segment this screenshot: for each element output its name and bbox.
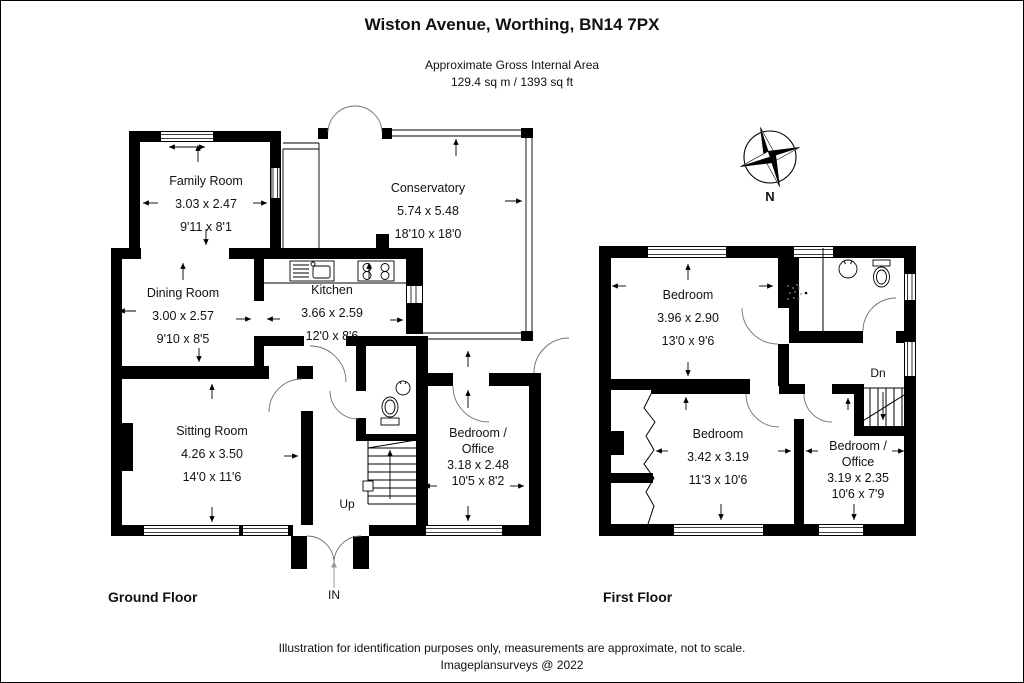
toilet-icon [380, 396, 400, 426]
toilet-icon-first [872, 259, 891, 288]
room-label-sitting-room: Sitting Room 4.26 x 3.50 14'0 x 11'6 [176, 424, 248, 484]
room-imperial: 18'10 x 18'0 [395, 227, 462, 241]
compass: N [740, 127, 800, 204]
wardrobe-zigzag [643, 393, 656, 525]
page-title: Wiston Avenue, Worthing, BN14 7PX [364, 15, 660, 34]
disclaimer-text: Illustration for identification purposes… [278, 641, 746, 655]
room-name: Bedroom [693, 427, 744, 441]
room-name: Conservatory [391, 181, 466, 195]
room-label-dining-room: Dining Room 3.00 x 2.57 9'10 x 8'5 [147, 286, 219, 346]
dimension-arrows-first [612, 264, 904, 520]
room-imperial: 10'5 x 8'2 [452, 474, 505, 488]
room-metric: 3.00 x 2.57 [152, 309, 214, 323]
room-imperial: 10'6 x 7'9 [832, 487, 885, 501]
room-metric: 5.74 x 5.48 [397, 204, 459, 218]
kitchen-sink-icon [289, 260, 335, 282]
credit-text: Imageplansurveys @ 2022 [440, 658, 584, 672]
room-name-line2: Office [462, 442, 494, 456]
room-metric: 3.66 x 2.59 [301, 306, 363, 320]
room-metric: 3.18 x 2.48 [447, 458, 509, 472]
room-label-bedroom-office-first: Bedroom / Office 3.19 x 2.35 10'6 x 7'9 [827, 439, 889, 501]
basin-icon-first [838, 259, 858, 279]
ground-floor-label: Ground Floor [108, 589, 198, 605]
room-label-bedroom-2: Bedroom 3.42 x 3.19 11'3 x 10'6 [687, 427, 749, 487]
room-name: Sitting Room [176, 424, 248, 438]
room-imperial: 12'0 x 8'6 [306, 329, 359, 343]
door-arcs-first [741, 297, 897, 428]
stairs-up-label: Up [339, 497, 355, 511]
room-label-conservatory: Conservatory 5.74 x 5.48 18'10 x 18'0 [391, 181, 466, 241]
room-name: Dining Room [147, 286, 219, 300]
room-imperial: 14'0 x 11'6 [183, 470, 242, 484]
room-name: Bedroom [663, 288, 714, 302]
room-name: Kitchen [311, 283, 353, 297]
shower-spray-icon [787, 284, 808, 300]
staircase-first [854, 387, 916, 426]
conservatory-glass-walls [282, 128, 533, 341]
area-value: 129.4 sq m / 1393 sq ft [450, 75, 574, 89]
room-metric: 3.19 x 2.35 [827, 471, 889, 485]
windows-ground [144, 132, 502, 535]
room-name-line2: Office [842, 455, 874, 469]
kitchen-hob-icon [357, 260, 395, 282]
door-arcs-ground [268, 105, 570, 564]
room-label-kitchen: Kitchen 3.66 x 2.59 12'0 x 8'6 [301, 283, 363, 343]
room-name: Family Room [169, 174, 243, 188]
dimension-arrows-ground [119, 139, 524, 522]
room-imperial: 9'10 x 8'5 [157, 332, 210, 346]
area-label: Approximate Gross Internal Area [424, 58, 600, 72]
room-label-family-room: Family Room 3.03 x 2.47 9'11 x 8'1 [169, 174, 243, 234]
compass-rose-icon [740, 127, 800, 187]
room-name-line1: Bedroom / [449, 426, 507, 440]
first-floor-plan: Bedroom 3.96 x 2.90 13'0 x 9'6 Bedroom 3… [599, 246, 916, 536]
room-label-bedroom-1: Bedroom 3.96 x 2.90 13'0 x 9'6 [657, 288, 719, 348]
stairs-down-label: Dn [870, 366, 885, 380]
room-metric: 4.26 x 3.50 [181, 447, 243, 461]
room-metric: 3.96 x 2.90 [657, 311, 719, 325]
staircase-ground [362, 439, 417, 505]
room-label-bedroom-office-ground: Bedroom / Office 3.18 x 2.48 10'5 x 8'2 [447, 426, 509, 488]
compass-north-label: N [765, 189, 774, 204]
room-imperial: 13'0 x 9'6 [662, 334, 715, 348]
ground-floor-plan: Family Room 3.03 x 2.47 9'11 x 8'1 Conse… [111, 105, 570, 601]
first-floor-label: First Floor [603, 589, 673, 605]
entrance-in-label: IN [328, 588, 340, 601]
windows-first [648, 247, 915, 535]
room-metric: 3.42 x 3.19 [687, 450, 749, 464]
room-name-line1: Bedroom / [829, 439, 887, 453]
room-metric: 3.03 x 2.47 [175, 197, 237, 211]
room-imperial: 11'3 x 10'6 [689, 473, 748, 487]
room-imperial: 9'11 x 8'1 [180, 220, 232, 234]
basin-icon [395, 380, 411, 396]
